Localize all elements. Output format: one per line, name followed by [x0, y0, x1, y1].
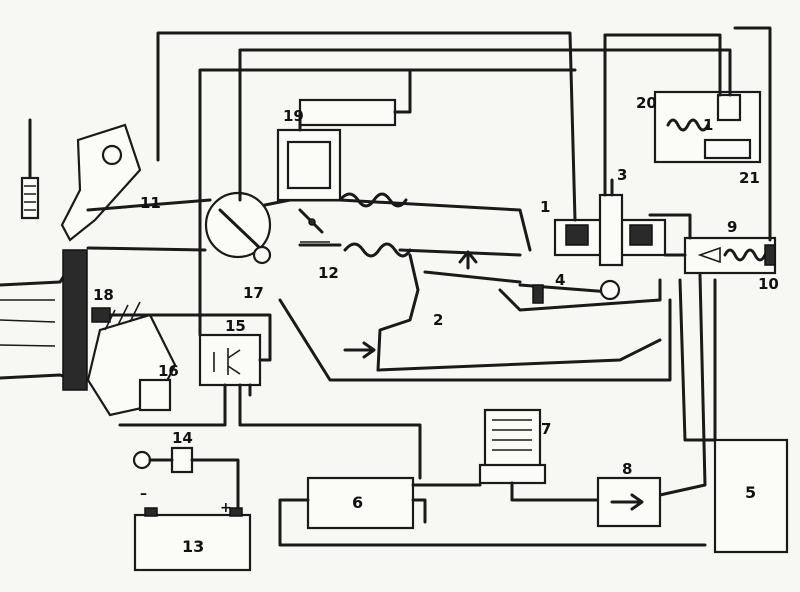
intake-bellows-upper [338, 192, 408, 208]
air-funnel [376, 253, 662, 372]
throttle-housing [204, 191, 272, 265]
reference-mark-sensor [91, 307, 272, 332]
intake-manifold-flange [62, 249, 88, 391]
label-1-distributor: 1 [540, 198, 550, 216]
ignition-distributor [86, 301, 177, 417]
label-16: 16 [158, 362, 179, 380]
battery-minus-label: – [140, 486, 147, 502]
label-2: 2 [433, 311, 443, 329]
label-5: 5 [745, 483, 756, 502]
fuel-tank [713, 438, 789, 554]
label-8: 8 [622, 460, 632, 478]
label-12: 12 [318, 264, 339, 282]
label-6: 6 [352, 493, 363, 512]
cold-start-valve [60, 123, 142, 242]
air-inlet-arrow [343, 341, 376, 359]
label-20: 20 [636, 94, 657, 112]
label-19: 19 [283, 107, 304, 125]
battery [133, 507, 252, 572]
label-21: 21 [739, 169, 760, 187]
intake-bellows-lower [343, 242, 412, 258]
wiring [118, 298, 672, 480]
fuel-distributor [553, 178, 667, 267]
label-15: 15 [225, 317, 246, 335]
label-3: 3 [617, 166, 627, 184]
ignition-switch [132, 446, 240, 510]
fuel-lines [156, 26, 772, 497]
label-18: 18 [93, 286, 114, 304]
label-7: 7 [541, 420, 551, 438]
control-lever [518, 279, 621, 304]
pressure-regulator [653, 90, 762, 164]
engine-cylinder-head [0, 249, 88, 391]
label-13: 13 [182, 537, 204, 556]
thermo-time-switch [198, 178, 272, 387]
air-flow-sensor-plate [423, 250, 522, 284]
label-10: 10 [758, 275, 779, 293]
label-1-regulator: 1 [703, 116, 713, 134]
label-11: 11 [140, 194, 161, 212]
battery-plus-label: + [220, 500, 232, 516]
label-17: 17 [243, 284, 264, 302]
fuel-accumulator [478, 408, 600, 502]
fuel-filter [596, 476, 662, 528]
label-14: 14 [172, 429, 193, 447]
fuel-pump [278, 476, 707, 547]
label-9: 9 [727, 218, 737, 236]
label-4: 4 [555, 271, 565, 289]
spark-plug [20, 118, 40, 220]
throttle-plate [298, 208, 330, 243]
warm-up-regulator [683, 236, 777, 275]
auxiliary-air-valve [276, 68, 412, 202]
